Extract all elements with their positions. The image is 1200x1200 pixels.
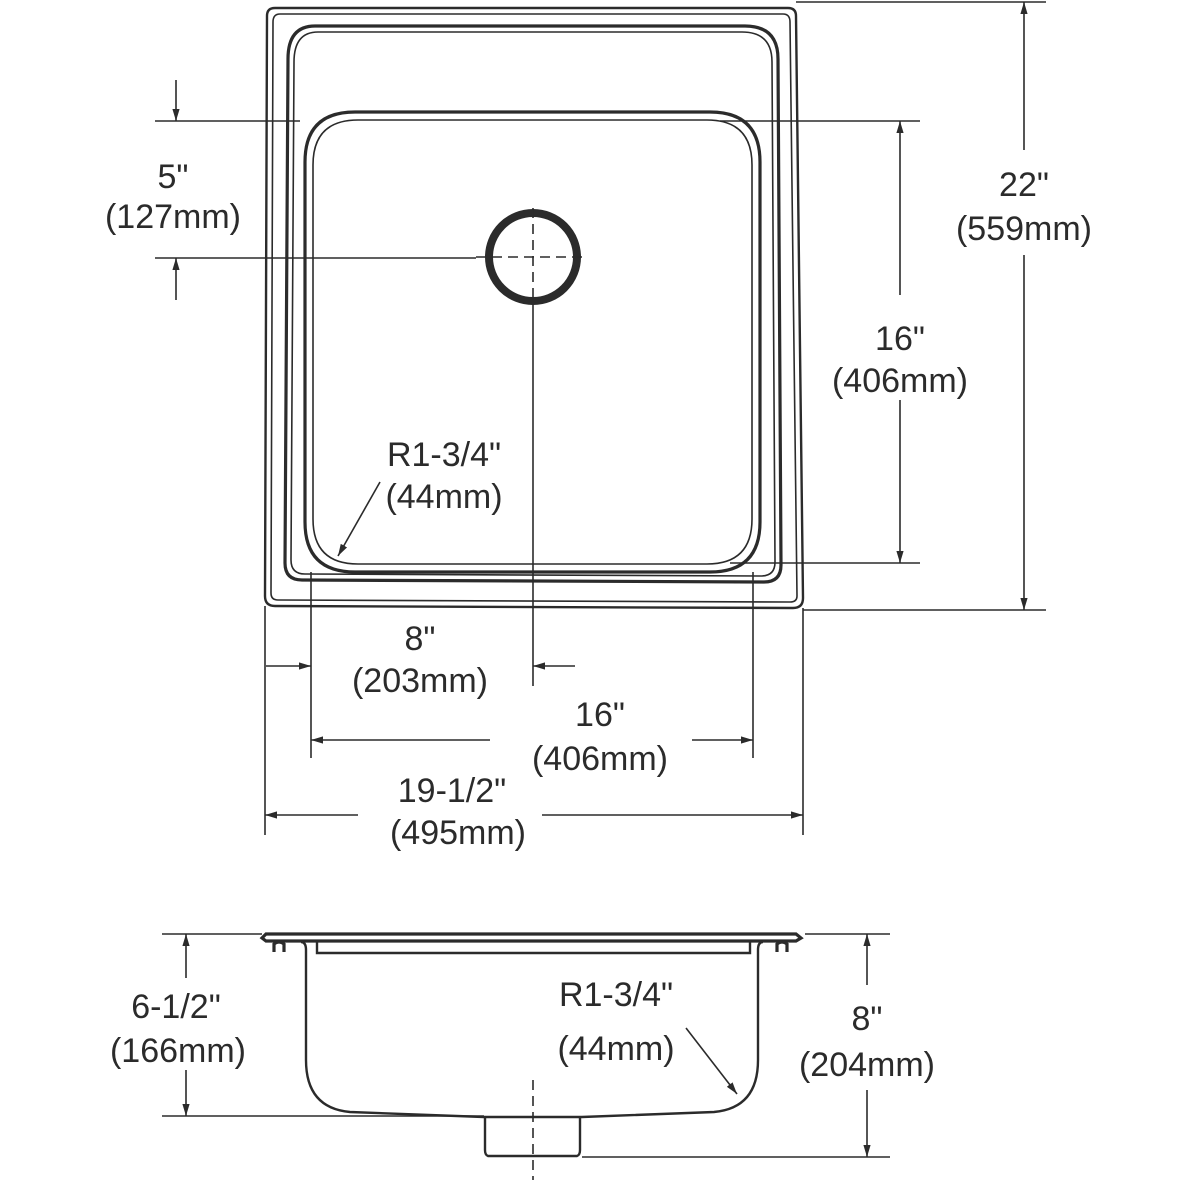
dim-overall-width-metric: (495mm) bbox=[390, 814, 526, 852]
dim-drain-offset-imperial: 5" bbox=[158, 158, 189, 196]
outer-rim bbox=[263, 6, 805, 610]
bowl-outline bbox=[303, 110, 762, 574]
mounting-clip-left bbox=[272, 940, 286, 952]
dim-overall-depth-imperial: 8" bbox=[852, 1000, 883, 1038]
dim-overall-depth-metric: (204mm) bbox=[799, 1046, 935, 1084]
dim-bowl-length-imperial: 16" bbox=[875, 320, 925, 358]
dim-side-radius-imperial: R1-3/4" bbox=[559, 976, 673, 1014]
dim-overall-length-metric: (559mm) bbox=[956, 210, 1092, 248]
dim-drain-offset-metric: (127mm) bbox=[105, 198, 241, 236]
dim-top-radius-imperial: R1-3/4" bbox=[387, 436, 501, 474]
dim-bowl-width-metric: (406mm) bbox=[532, 740, 668, 778]
dim-bowl-length-metric: (406mm) bbox=[832, 362, 968, 400]
dim-overall-width-imperial: 19-1/2" bbox=[398, 772, 506, 810]
drain-tailpiece bbox=[483, 1117, 582, 1158]
dim-bowl-width-imperial: 16" bbox=[575, 696, 625, 734]
dim-bowl-depth-imperial: 6-1/2" bbox=[131, 988, 221, 1026]
mounting-clip-right bbox=[775, 940, 789, 952]
dim-drain-center-metric: (203mm) bbox=[352, 662, 488, 700]
dim-bowl-depth-metric: (166mm) bbox=[110, 1032, 246, 1070]
dim-drain-center-imperial: 8" bbox=[405, 620, 436, 658]
side-bowl bbox=[300, 940, 764, 1119]
dim-side-radius-metric: (44mm) bbox=[557, 1030, 674, 1068]
deck-ring bbox=[283, 24, 783, 584]
dim-overall-length-imperial: 22" bbox=[999, 166, 1049, 204]
dim-top-radius-metric: (44mm) bbox=[385, 478, 502, 516]
top-view: 5" (127mm) 22" (559mm) 16" (406mm) R1-3/… bbox=[105, 1, 1092, 852]
side-rim bbox=[259, 932, 804, 943]
side-view: 6-1/2" (166mm) R1-3/4" (44mm) 8" (204mm) bbox=[110, 932, 935, 1180]
